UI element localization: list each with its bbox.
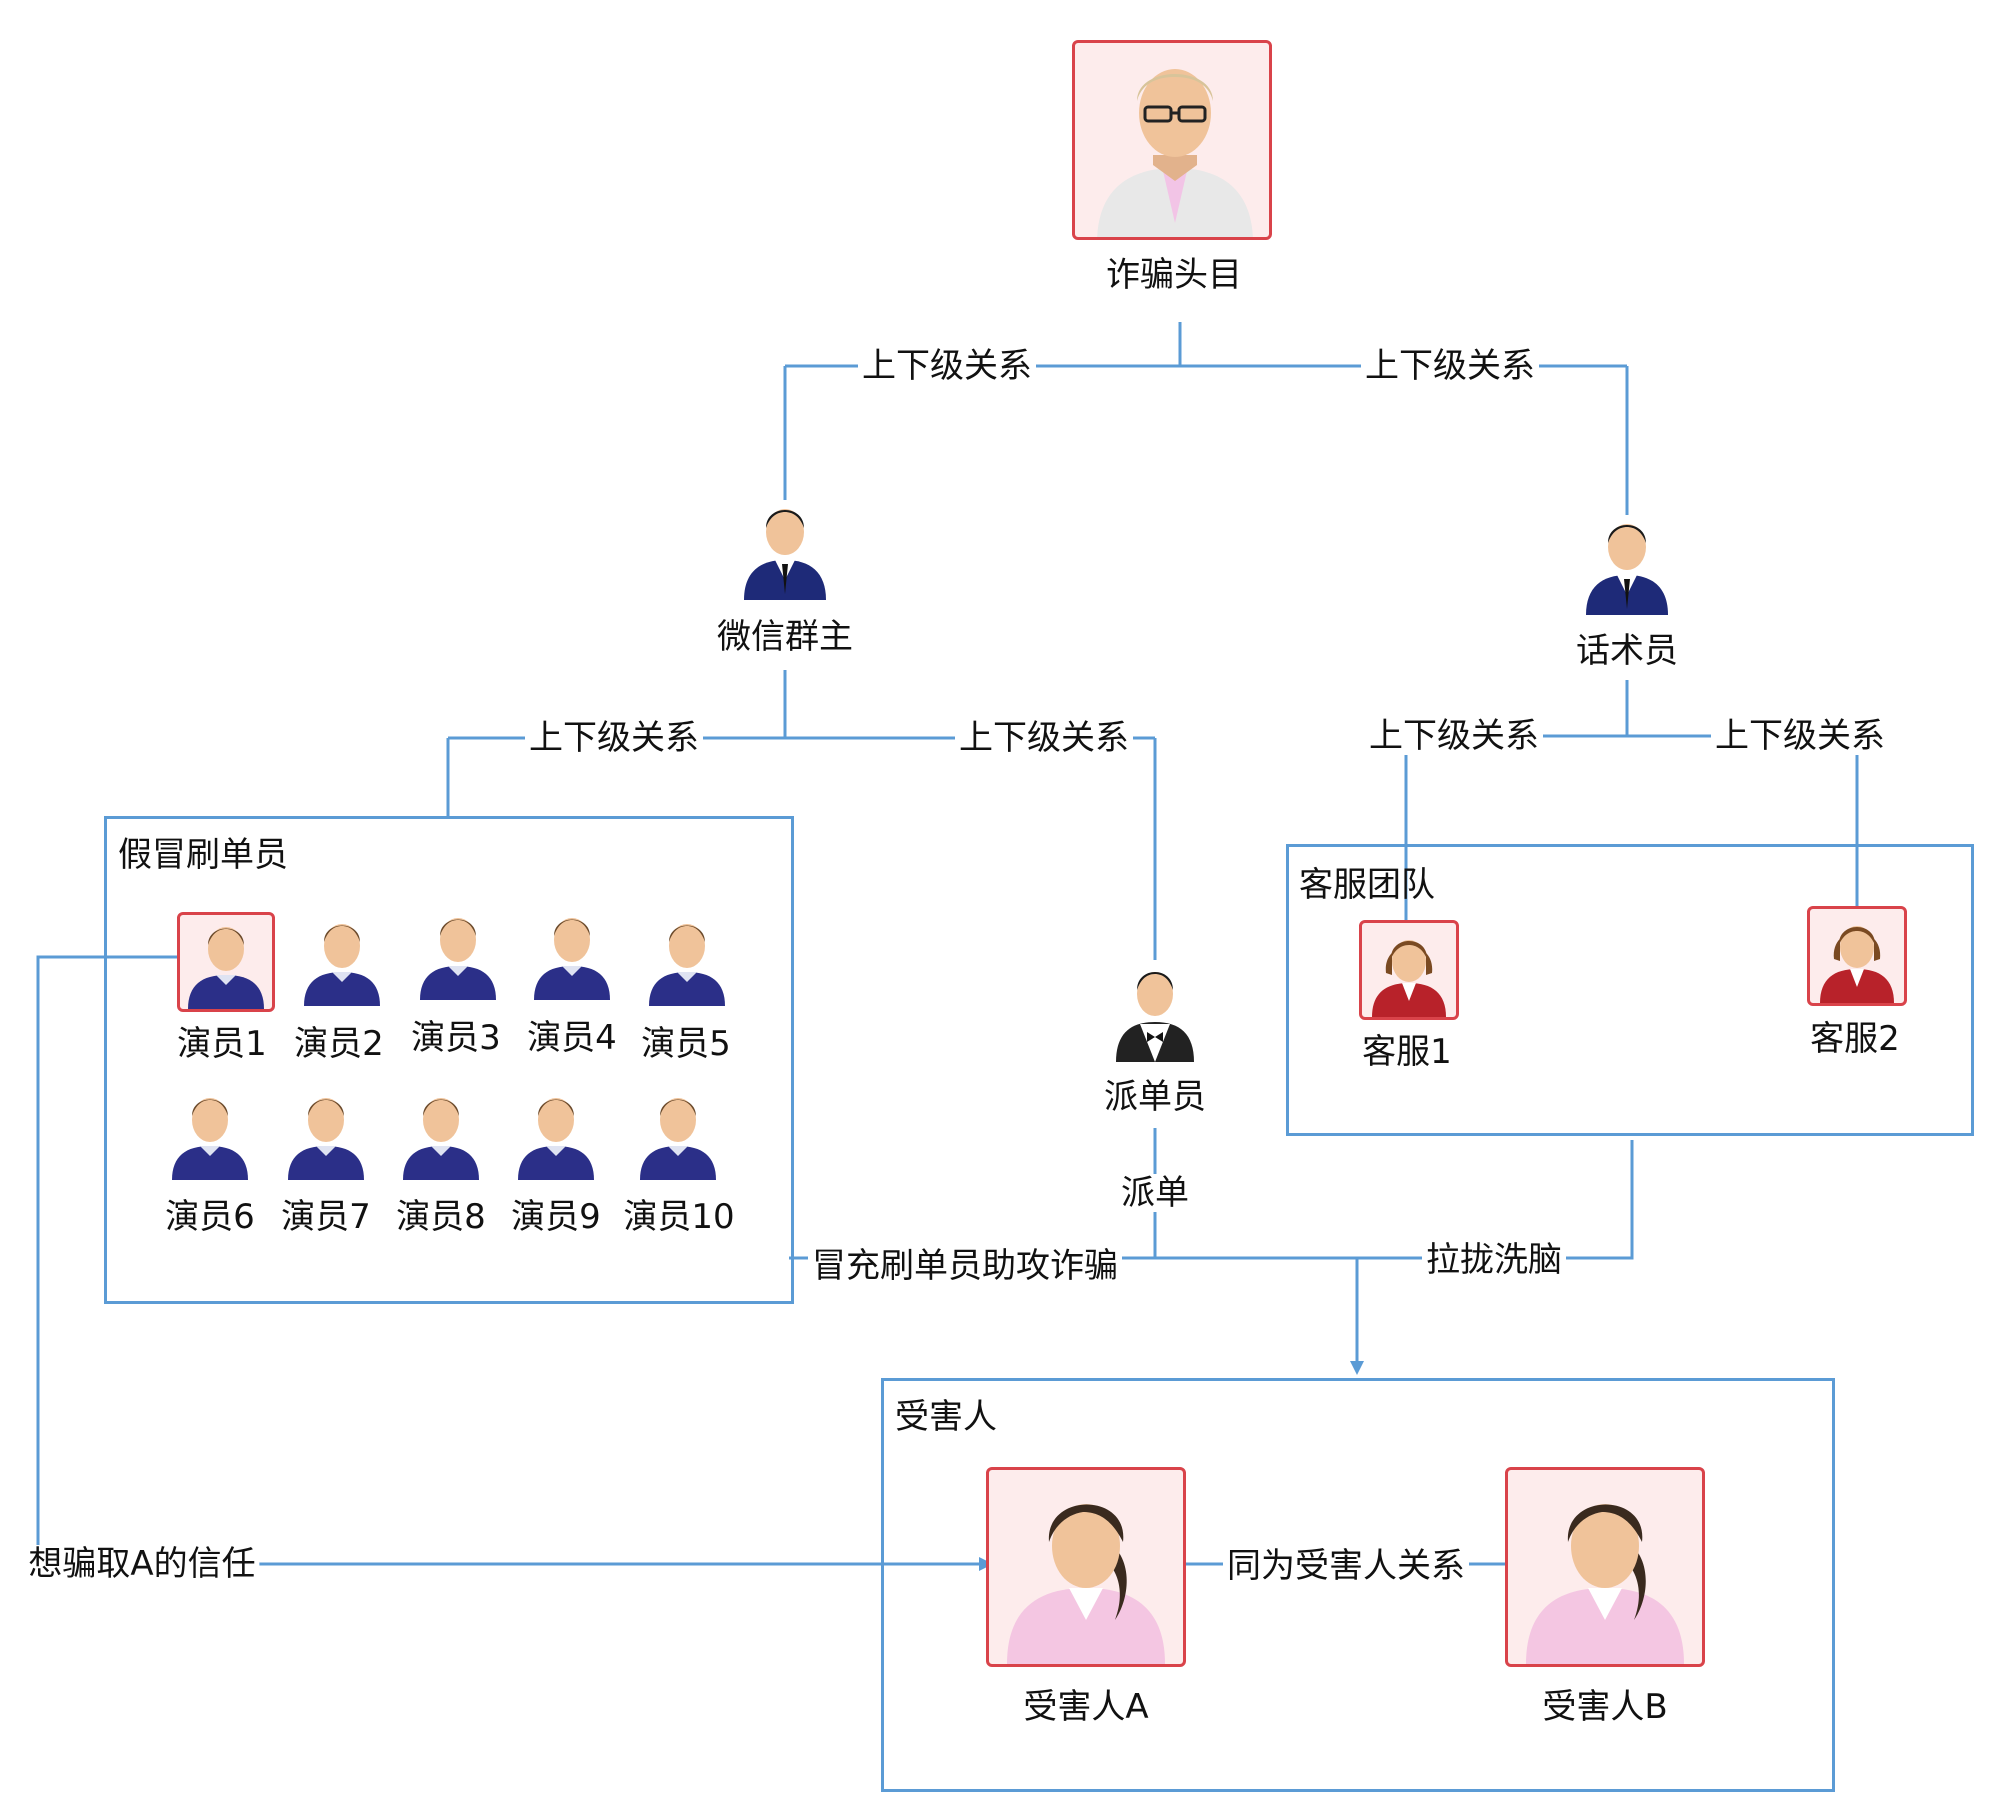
female-service-icon — [1810, 926, 1904, 1003]
edge-label-superior: 上下级关系 — [955, 719, 1133, 757]
cs-team-frame — [1286, 844, 1974, 1136]
edge-label-brainwash: 拉拢洗脑 — [1422, 1241, 1566, 1279]
male-user-icon[interactable] — [395, 1086, 487, 1184]
victim-b-label: 受害人B — [1542, 1687, 1668, 1727]
male-user-icon[interactable] — [296, 912, 388, 1010]
female-victim-icon — [989, 1504, 1183, 1664]
female-victim-icon — [1508, 1504, 1702, 1664]
edge-label-superior: 上下级关系 — [858, 347, 1036, 385]
female-service-icon — [1362, 940, 1456, 1017]
male-user-icon[interactable] — [280, 1086, 372, 1184]
boss-label: 诈骗头目 — [1106, 255, 1242, 295]
fake-group-frame — [104, 816, 794, 1304]
victim-b-avatar[interactable] — [1505, 1467, 1705, 1667]
actor-label: 演员1 — [177, 1024, 267, 1064]
dispatcher-label: 派单员 — [1104, 1077, 1206, 1117]
male-user-icon[interactable] — [526, 906, 618, 1004]
actor-label: 演员10 — [623, 1197, 735, 1237]
edge-label-superior: 上下级关系 — [1711, 717, 1889, 755]
victim-a-avatar[interactable] — [986, 1467, 1186, 1667]
male-user-icon[interactable] — [510, 1086, 602, 1184]
male-user-icon[interactable] — [641, 912, 733, 1010]
male-user-icon — [180, 927, 272, 1009]
victims-frame — [881, 1378, 1835, 1792]
actor-label: 演员6 — [165, 1197, 255, 1237]
actor-label: 演员2 — [294, 1024, 384, 1064]
victim-a-label: 受害人A — [1023, 1687, 1149, 1727]
wechat-owner-label: 微信群主 — [717, 617, 853, 657]
edge-label-dispatch: 派单 — [1117, 1174, 1193, 1212]
script-writer-label: 话术员 — [1576, 631, 1678, 671]
cs-2-avatar[interactable] — [1807, 906, 1907, 1006]
waiter-icon[interactable] — [1114, 962, 1196, 1066]
boss-with-glasses-icon — [1075, 69, 1269, 237]
actor-1-avatar[interactable] — [177, 912, 275, 1012]
cs-team-title: 客服团队 — [1299, 865, 1435, 905]
cs-1-label: 客服1 — [1362, 1032, 1452, 1072]
male-user-icon[interactable] — [412, 906, 504, 1004]
businessman-icon[interactable] — [742, 500, 828, 604]
boss-avatar[interactable] — [1072, 40, 1272, 240]
cs-2-label: 客服2 — [1810, 1019, 1900, 1059]
victims-title: 受害人 — [895, 1397, 997, 1437]
fake-group-title: 假冒刷单员 — [118, 835, 288, 875]
actor-label: 演员4 — [527, 1018, 617, 1058]
actor-label: 演员5 — [641, 1024, 731, 1064]
edge-label-assist-fraud: 冒充刷单员助攻诈骗 — [808, 1247, 1122, 1285]
cs-1-avatar[interactable] — [1359, 920, 1459, 1020]
actor-label: 演员9 — [511, 1197, 601, 1237]
actor-label: 演员8 — [396, 1197, 486, 1237]
edge-label-fellow-victims: 同为受害人关系 — [1223, 1547, 1469, 1585]
actor-label: 演员3 — [411, 1018, 501, 1058]
edge-label-superior: 上下级关系 — [1365, 717, 1543, 755]
edge-label-gain-trust: 想骗取A的信任 — [24, 1545, 260, 1583]
edge-gain-trust — [36, 955, 993, 1571]
male-user-icon[interactable] — [164, 1086, 256, 1184]
male-user-icon[interactable] — [632, 1086, 724, 1184]
actor-label: 演员7 — [281, 1197, 371, 1237]
businessman-icon[interactable] — [1584, 515, 1670, 619]
edge-label-superior: 上下级关系 — [525, 719, 703, 757]
edge-label-superior: 上下级关系 — [1361, 347, 1539, 385]
